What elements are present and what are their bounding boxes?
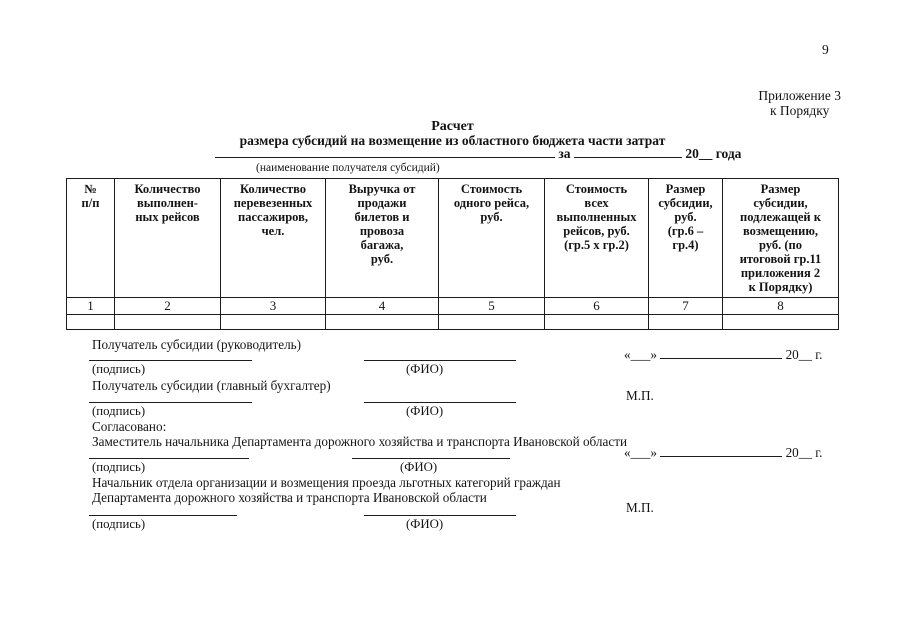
doc-title: Расчет	[431, 119, 474, 134]
fio-caption-b: (ФИО)	[406, 404, 444, 418]
empty-cell-3	[220, 314, 326, 330]
col-number-2: 2	[114, 297, 221, 315]
annex-line2: к Порядку	[770, 102, 830, 118]
podpis-caption-d: (подпись)	[92, 517, 146, 531]
recipient-accountant-label: Получатель субсидии (главный бухгалтер)	[92, 378, 331, 393]
col-header-subsidy: Размер субсидии, руб. (гр.6 – гр.4)	[648, 178, 723, 298]
col-number-7: 7	[648, 297, 723, 315]
col-number-1: 1	[66, 297, 115, 315]
empty-cell-1	[66, 314, 115, 330]
podpis-caption-b: (подпись)	[92, 404, 146, 418]
date-blank-c	[660, 444, 783, 457]
col-number-4: 4	[325, 297, 439, 315]
chief-label-line2: Департамента дорожного хозяйства и транс…	[92, 490, 487, 505]
empty-cell-2	[114, 314, 221, 330]
col-header-revenue: Выручка от продажи билетов и провоза баг…	[325, 178, 439, 298]
doc-subtitle: размера субсидий на возмещение из област…	[239, 133, 666, 148]
subsidy-calculation-table: № п/п Количество выполнен- ных рейсов Ко…	[66, 178, 839, 330]
table-header-row: № п/п Количество выполнен- ных рейсов Ко…	[66, 178, 839, 298]
empty-cell-8	[722, 314, 839, 330]
date-line-c: «___» 20__ г.	[624, 444, 822, 461]
year-blank-label: 20__ года	[685, 146, 742, 161]
date-line-a: «___» 20__ г.	[624, 346, 822, 363]
chief-label-line1: Начальник отдела организации и возмещени…	[92, 475, 561, 490]
annex-block: Приложение 3 к Порядку	[758, 88, 841, 118]
fio-caption-d: (ФИО)	[406, 517, 444, 531]
podpis-caption-a: (подпись)	[92, 362, 146, 376]
col-header-num: № п/п	[66, 178, 115, 298]
col-number-3: 3	[220, 297, 326, 315]
col-header-trips: Количество выполнен- ных рейсов	[114, 178, 221, 298]
date-open-a: «___»	[624, 347, 657, 362]
name-line-b	[364, 390, 516, 403]
name-line-c	[352, 446, 510, 459]
empty-cell-7	[648, 314, 723, 330]
page-number: 9	[822, 42, 829, 57]
col-header-trip-cost: Стоимость одного рейса, руб.	[438, 178, 545, 298]
deputy-head-label: Заместитель начальника Департамента доро…	[92, 434, 628, 449]
fio-caption-c: (ФИО)	[400, 460, 438, 474]
date-blank-a	[660, 346, 783, 359]
signature-line-a	[89, 348, 252, 361]
agreed-label: Согласовано:	[92, 419, 167, 434]
col-number-8: 8	[722, 297, 839, 315]
stamp-mark-b: М.П.	[626, 388, 654, 403]
col-header-passengers: Количество перевезенных пассажиров, чел.	[220, 178, 326, 298]
date-year-c: 20__ г.	[785, 445, 823, 460]
empty-cell-5	[438, 314, 545, 330]
col-header-total-cost: Стоимость всех выполненных рейсов, руб. …	[544, 178, 649, 298]
recipient-period-line: за 20__ года	[215, 145, 741, 162]
date-open-c: «___»	[624, 445, 657, 460]
col-header-subsidy-reimbursed: Размер субсидии, подлежащей к возмещению…	[722, 178, 839, 298]
signature-line-b	[89, 390, 252, 403]
name-line-d	[364, 503, 516, 516]
recipient-name-blank	[215, 145, 555, 158]
signature-line-c	[89, 446, 249, 459]
column-number-row: 1 2 3 4 5 6 7 8	[66, 297, 839, 315]
recipient-head-label: Получатель субсидии (руководитель)	[92, 337, 302, 352]
podpis-caption-c: (подпись)	[92, 460, 146, 474]
signature-line-d	[89, 503, 237, 516]
empty-data-row	[66, 314, 839, 330]
za-label: за	[558, 146, 571, 161]
fio-caption-a: (ФИО)	[406, 362, 444, 376]
empty-cell-4	[325, 314, 439, 330]
date-year-a: 20__ г.	[785, 347, 823, 362]
col-number-5: 5	[438, 297, 545, 315]
stamp-mark-d: М.П.	[626, 500, 654, 515]
period-blank	[573, 145, 682, 158]
recipient-name-caption: (наименование получателя субсидий)	[256, 162, 440, 174]
name-line-a	[364, 348, 516, 361]
empty-cell-6	[544, 314, 649, 330]
col-number-6: 6	[544, 297, 649, 315]
annex-line1: Приложение 3	[758, 88, 841, 103]
